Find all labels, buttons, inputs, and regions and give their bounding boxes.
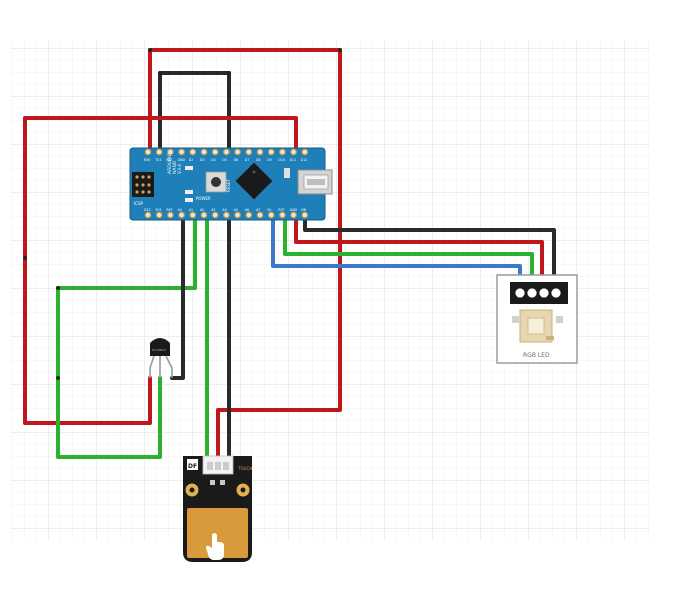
arduino-pin-label: D7 — [245, 158, 249, 162]
arduino-pin[interactable] — [222, 148, 230, 156]
touch-sensor-module[interactable]: DF TOUCH — [183, 455, 252, 562]
touch-side-label: TOUCH — [237, 466, 252, 471]
wire-red-rgb[interactable] — [294, 213, 544, 284]
arduino-pin[interactable] — [245, 148, 253, 156]
reset-button-cap — [211, 177, 221, 187]
arduino-pin-label: D13 — [144, 208, 151, 212]
arduino-pin[interactable] — [279, 148, 286, 156]
wire-joints — [23, 48, 342, 380]
arduino-pin-label: A0 — [178, 208, 182, 212]
rgb-led-module[interactable]: RGB LED — [496, 274, 578, 364]
arduino-pin[interactable] — [178, 148, 186, 156]
smd-part — [284, 168, 290, 178]
arduino-label: ARDUINO — [167, 152, 173, 174]
df-logo-box — [187, 459, 198, 470]
icsp-label: ICSP — [134, 201, 144, 206]
wire-black-top-loop[interactable] — [158, 71, 231, 460]
arduino-pin[interactable] — [155, 148, 163, 156]
arduino-pin-label: D8 — [256, 158, 260, 162]
arduino-pin-label: 5V — [267, 208, 272, 212]
arduino-pin-label: A3 — [211, 208, 215, 212]
arduino-pin-label: VIN — [301, 208, 307, 212]
arduino-pin-label: D5 — [222, 158, 226, 162]
touch-pad[interactable] — [187, 508, 248, 558]
arduino-pin-label: REF — [166, 208, 172, 212]
arduino-pin-label: A5 — [234, 208, 238, 212]
df-logo: DF — [188, 463, 197, 470]
arduino-pin-label: RST — [278, 208, 284, 212]
arduino-pin[interactable] — [222, 211, 230, 219]
arduino-pin[interactable] — [279, 211, 286, 219]
sensor-label: DS18B20 — [152, 348, 166, 352]
arduino-pin[interactable] — [234, 211, 242, 219]
wire-red-left-loop[interactable] — [23, 116, 298, 425]
arduino-pin-label: GND — [290, 208, 298, 212]
arduino-pin[interactable] — [290, 148, 298, 156]
arduino-pin[interactable] — [245, 211, 253, 219]
wire-green-sensor[interactable] — [56, 213, 197, 459]
chip-dot — [252, 170, 256, 174]
arduino-pin[interactable] — [301, 211, 309, 219]
arduino-pin-label: D10 — [278, 158, 285, 162]
arduino-pin-label: D11 — [290, 158, 297, 162]
arduino-pin-label: A6 — [245, 208, 249, 212]
arduino-pin-label: RST — [166, 158, 172, 162]
arduino-pin[interactable] — [267, 148, 275, 156]
arduino-pin-label: D12 — [301, 158, 308, 162]
arduino-pin[interactable] — [200, 148, 208, 156]
arduino-pin[interactable] — [211, 148, 219, 156]
atmega-chip — [235, 162, 273, 200]
wire-black-sensor[interactable] — [170, 213, 185, 380]
arduino-pin-label: D6 — [234, 158, 238, 162]
rgb-led-label: RGB LED — [523, 352, 550, 359]
reset-label: RESET — [226, 179, 231, 192]
wire-green-rgb[interactable] — [283, 213, 534, 284]
arduino-pin-label: D3 — [200, 158, 204, 162]
arduino-pin-label: D4 — [211, 158, 215, 162]
arduino-pin-label: A2 — [200, 208, 204, 212]
arduino-pin[interactable] — [301, 148, 309, 156]
wire-blue-rgb[interactable] — [271, 213, 522, 284]
arduino-pin-label: TX1 — [154, 158, 161, 162]
smd-part — [185, 198, 193, 202]
arduino-pin[interactable] — [178, 211, 186, 219]
smd-part — [185, 166, 193, 170]
arduino-pin[interactable] — [234, 148, 242, 156]
arduino-pin[interactable] — [189, 211, 197, 219]
arduino-pin[interactable] — [211, 211, 219, 219]
arduino-pin-label: A1 — [189, 208, 193, 212]
arduino-pin-label: D2 — [189, 158, 193, 162]
wires — [23, 48, 556, 460]
arduino-pin[interactable] — [200, 211, 208, 219]
arduino-pin[interactable] — [155, 211, 163, 219]
power-label: POWER — [196, 196, 211, 201]
arduino-pin-label: D9 — [267, 158, 271, 162]
temperature-sensor[interactable]: DS18B20 — [149, 338, 173, 378]
rgb-pin-header — [510, 282, 568, 304]
version-label: V3.0 — [177, 164, 183, 174]
arduino-pin-label: A7 — [256, 208, 260, 212]
wire-black-rgb[interactable] — [303, 213, 556, 284]
arduino-pin[interactable] — [189, 148, 197, 156]
hand-pointer-icon — [206, 533, 224, 560]
arduino-pin-label: GND — [178, 158, 186, 162]
arduino-pin[interactable] — [166, 148, 174, 156]
nano-label: NANO — [172, 160, 178, 174]
arduino-pin[interactable] — [144, 211, 152, 219]
arduino-pin[interactable] — [166, 211, 174, 219]
arduino-pin[interactable] — [256, 211, 264, 219]
arduino-pin[interactable] — [290, 211, 298, 219]
smd-part — [185, 190, 193, 194]
arduino-pin[interactable] — [144, 148, 152, 156]
arduino-pin[interactable] — [267, 211, 275, 219]
arduino-pin-label: A4 — [222, 208, 226, 212]
arduino-pin-label: 3V3 — [155, 208, 161, 212]
arduino-pin-label: RX0 — [144, 158, 150, 162]
arduino-pin[interactable] — [256, 148, 264, 156]
